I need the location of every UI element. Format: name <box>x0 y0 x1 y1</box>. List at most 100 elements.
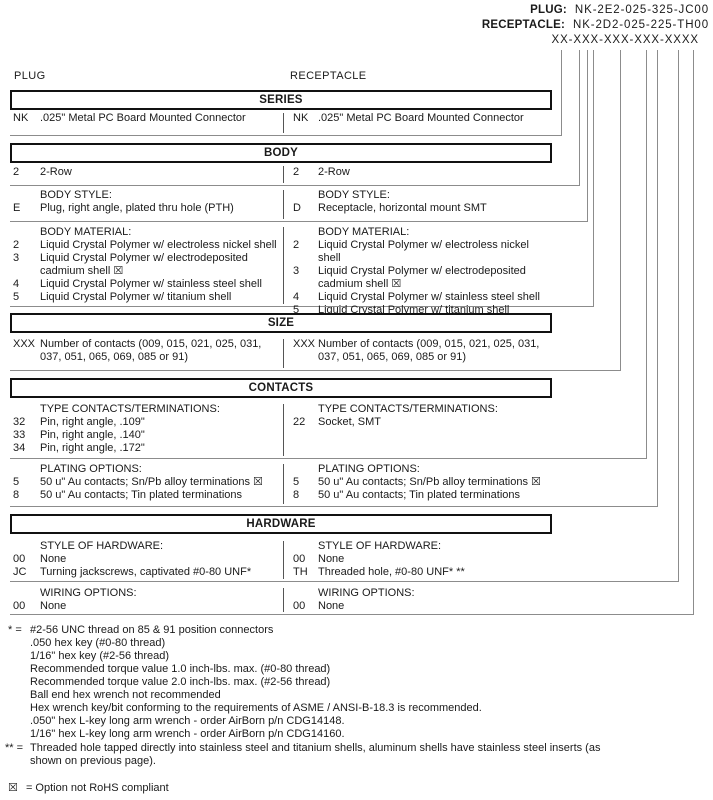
footnote-star-text: 1/16" hex key (#2-56 thread) <box>30 650 170 662</box>
option-text: 2-Row <box>318 166 350 178</box>
option-text: Turning jackscrews, captivated #0-80 UNF… <box>40 566 252 578</box>
option-text: Liquid Crystal Polymer w/ electroless ni… <box>40 239 277 251</box>
plug-label: PLUG: <box>530 4 567 16</box>
option-text: Liquid Crystal Polymer w/ stainless stee… <box>40 278 262 290</box>
footnote-star-text: Recommended torque value 1.0 inch-lbs. m… <box>30 663 331 675</box>
section-title-size: SIZE <box>10 313 552 333</box>
subsection-heading: WIRING OPTIONS: <box>318 587 415 599</box>
option-text: Pin, right angle, .140" <box>40 429 145 441</box>
option-text: None <box>318 600 345 612</box>
option-text: Pin, right angle, .172" <box>40 442 145 454</box>
footnote-rohs: ☒ = Option not RoHS compliant <box>8 782 169 795</box>
subsection-heading: TYPE CONTACTS/TERMINATIONS: <box>318 403 498 415</box>
subsection-heading: STYLE OF HARDWARE: <box>40 540 164 552</box>
option-code: 32 <box>13 416 26 428</box>
option-text: 2-Row <box>40 166 72 178</box>
footnote-double-star-text: Threaded hole tapped directly into stain… <box>30 742 601 767</box>
option-code: D <box>293 202 301 214</box>
subsection-heading: PLATING OPTIONS: <box>318 463 420 475</box>
option-code: E <box>13 202 21 214</box>
plug-body-style: BODY STYLE: E Plug, right angle, plated t… <box>10 189 283 215</box>
subsection-heading: PLATING OPTIONS: <box>40 463 142 475</box>
section-title-contacts: CONTACTS <box>10 378 552 398</box>
option-text: Plug, right angle, plated thru hole (PTH… <box>40 202 234 214</box>
option-code: 5 <box>13 476 20 488</box>
option-code: JC <box>13 566 27 578</box>
option-code: NK <box>13 112 29 124</box>
footnote-star-text: Hex wrench key/bit conforming to the req… <box>30 702 482 714</box>
subsection-heading: BODY MATERIAL: <box>318 226 410 238</box>
option-text: Liquid Crystal Polymer w/ stainless stee… <box>318 291 540 303</box>
plug-part-number: NK-2E2-025-325-JC00 <box>574 4 709 16</box>
subsection-heading: TYPE CONTACTS/TERMINATIONS: <box>40 403 220 415</box>
wiring-content: WIRING OPTIONS: 00 None WIRING OPTIONS: 0… <box>10 587 552 613</box>
option-text: Number of contacts (009, 015, 021, 025, … <box>40 338 262 363</box>
option-text: Receptacle, horizontal mount SMT <box>318 202 487 214</box>
option-text: 50 u" Au contacts; Sn/Pb alloy terminati… <box>318 476 541 488</box>
option-code: 3 <box>13 252 20 264</box>
footnote-star-label: * = <box>8 624 22 636</box>
option-text: None <box>40 553 67 565</box>
option-code: 00 <box>293 553 306 565</box>
receptacle-plating-options: PLATING OPTIONS: 5 50 u" Au contacts; Sn/… <box>283 463 552 502</box>
footnote-star-text: .050 hex key (#0-80 thread) <box>30 637 166 649</box>
option-code: 2 <box>13 239 20 251</box>
option-text: Number of contacts (009, 015, 021, 025, … <box>318 338 540 363</box>
option-text: .025" Metal PC Board Mounted Connector <box>40 112 246 124</box>
section-title-body: BODY <box>10 143 552 163</box>
option-text: Pin, right angle, .109" <box>40 416 145 428</box>
receptacle-series: NK .025" Metal PC Board Mounted Connecto… <box>283 112 552 125</box>
option-code: 5 <box>13 291 20 303</box>
subsection-heading: BODY STYLE: <box>40 189 112 201</box>
option-code: XXX <box>293 338 316 350</box>
option-text: 50 u" Au contacts; Tin plated terminatio… <box>318 489 521 501</box>
receptacle-column-header: RECEPTACLE <box>290 70 367 82</box>
receptacle-wiring-options: WIRING OPTIONS: 00 None <box>283 587 552 613</box>
footnote-star: * = #2-56 UNC thread on 85 & 91 position… <box>8 624 482 741</box>
option-code: 5 <box>293 476 300 488</box>
option-code: 4 <box>293 291 300 303</box>
subsection-heading: STYLE OF HARDWARE: <box>318 540 442 552</box>
option-row: NK .025" Metal PC Board Mounted Connecto… <box>283 112 552 125</box>
option-code: 00 <box>13 600 26 612</box>
option-text: Liquid Crystal Polymer w/ electrodeposit… <box>318 265 526 290</box>
hardware-style-content: STYLE OF HARDWARE: 00 None JC Turning jack… <box>10 540 552 579</box>
option-code: 00 <box>293 600 306 612</box>
section-title-series: SERIES <box>10 90 552 110</box>
option-code: 22 <box>293 416 306 428</box>
receptacle-label: RECEPTACLE: <box>481 19 565 31</box>
option-code: TH <box>293 566 308 578</box>
footnote-star-text: #2-56 UNC thread on 85 & 91 position con… <box>30 624 274 636</box>
plug-series: NK .025" Metal PC Board Mounted Connecto… <box>10 112 283 125</box>
section-title-hardware: HARDWARE <box>10 514 552 534</box>
option-text: None <box>318 553 345 565</box>
subsection-heading: WIRING OPTIONS: <box>40 587 137 599</box>
not-rohs-compliant-icon: ☒ <box>8 782 18 794</box>
option-code: XXX <box>13 338 36 350</box>
option-text: .025" Metal PC Board Mounted Connector <box>318 112 524 124</box>
receptacle-body-style: BODY STYLE: D Receptacle, horizontal moun… <box>283 189 552 215</box>
option-code: 4 <box>13 278 20 290</box>
subsection-heading: BODY STYLE: <box>318 189 390 201</box>
option-code: 33 <box>13 429 26 441</box>
footnote-double-star-label: ** = <box>5 742 24 754</box>
footnote-star-text: 1/16" hex L-key long arm wrench - order … <box>30 728 345 740</box>
plug-column-header: PLUG <box>14 70 46 82</box>
receptacle-part-number: NK-2D2-025-225-TH00 <box>573 19 709 31</box>
part-number-mask: XX-XXX-XXX-XXX-XXXX <box>551 34 699 46</box>
part-number-header: PLUG: NK-2E2-025-325-JC00 RECEPTACLE: NK… <box>482 3 709 48</box>
